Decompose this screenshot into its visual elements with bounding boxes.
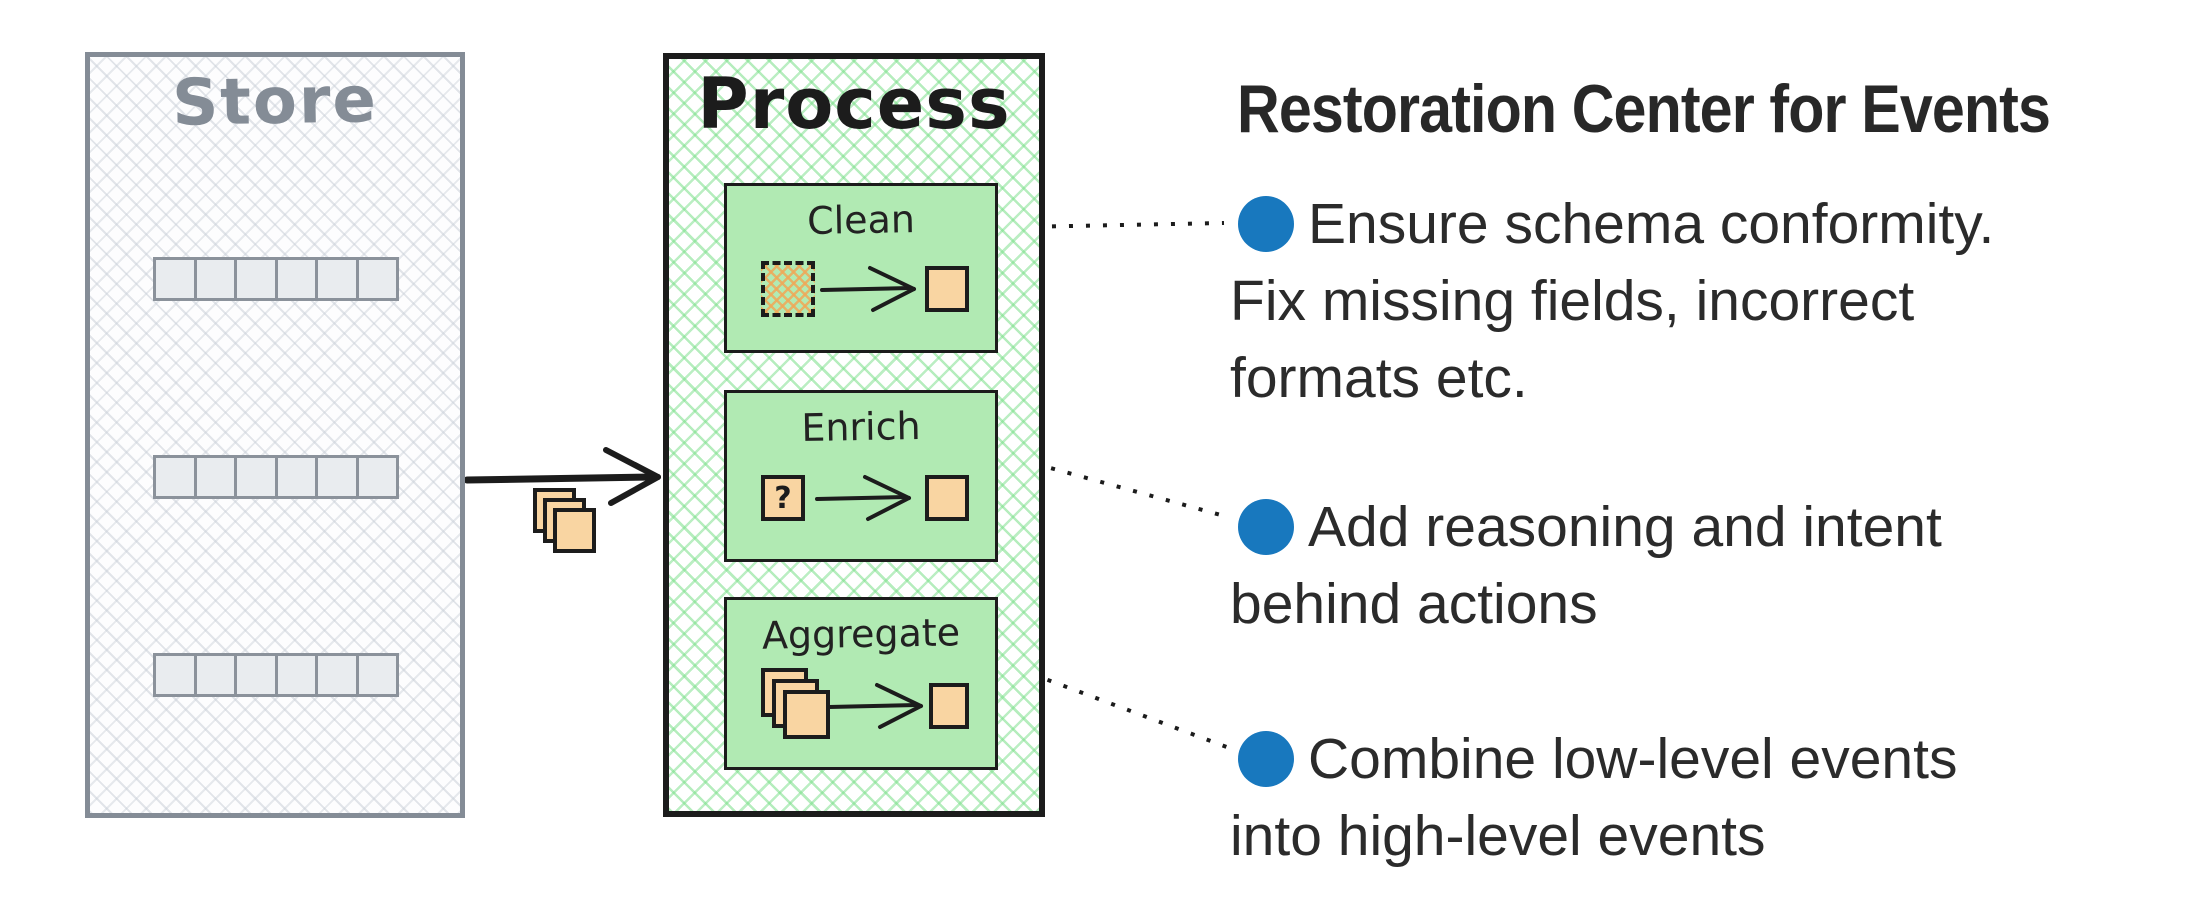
high-level-event-icon [929, 683, 969, 729]
bullet-clean-note: Ensure schema conformity. Fix missing fi… [1230, 186, 2175, 417]
bullet-dot-icon [1238, 731, 1294, 787]
unknown-event-icon: ? [761, 475, 805, 521]
page-title: Restoration Center for Events [1237, 71, 2051, 147]
shelf-cell [315, 653, 359, 697]
arrow-icon [815, 475, 911, 521]
shelf-cell [193, 455, 237, 499]
process-title: Process [697, 63, 1011, 145]
store-shelf-row [153, 257, 399, 301]
step-enrich-label: Enrich [800, 403, 921, 451]
shelf-cell [355, 257, 399, 301]
process-box: Process Clean Enrich ? [663, 53, 1045, 817]
store-shelf-row [153, 455, 399, 499]
shelf-cell [153, 257, 197, 301]
dirty-event-icon [761, 261, 815, 317]
shelf-cell [315, 455, 359, 499]
arrow-icon [827, 683, 923, 729]
clean-event-icon [925, 266, 969, 312]
bullet-aggregate-note: Combine low-level events into high-level… [1230, 721, 2175, 875]
shelf-cell [193, 257, 237, 301]
document-square [553, 508, 596, 553]
step-clean-icons [727, 246, 995, 332]
shelf-cell [274, 653, 318, 697]
store-title: Store [171, 63, 379, 141]
shelf-cell [274, 455, 318, 499]
shelf-cell [274, 257, 318, 301]
shelf-cell [355, 653, 399, 697]
bullet-dot-icon [1238, 499, 1294, 555]
shelf-cell [153, 653, 197, 697]
shelf-cell [355, 455, 399, 499]
step-aggregate-label: Aggregate [761, 610, 961, 658]
shelf-cell [315, 257, 359, 301]
bullet-text: Combine low-level events into high-level… [1230, 727, 1958, 868]
step-clean: Clean [724, 183, 998, 353]
step-aggregate: Aggregate [724, 597, 998, 770]
enriched-event-icon [925, 475, 969, 521]
step-aggregate-icons [727, 663, 995, 749]
shelf-cell [153, 455, 197, 499]
step-clean-label: Clean [806, 197, 916, 243]
arrow-icon [820, 266, 916, 312]
low-level-events-stack-icon [761, 668, 830, 744]
documents-stack-icon [533, 488, 599, 556]
store-shelf-row [153, 653, 399, 697]
bullet-dot-icon [1238, 196, 1294, 252]
step-enrich: Enrich ? [724, 390, 998, 562]
shelf-cell [234, 653, 278, 697]
shelf-cell [234, 257, 278, 301]
shelf-cell [193, 653, 237, 697]
bullet-text: Add reasoning and intent behind actions [1230, 495, 1942, 636]
step-enrich-icons: ? [727, 455, 995, 541]
shelf-cell [234, 455, 278, 499]
store-box: Store [85, 52, 465, 818]
bullet-enrich-note: Add reasoning and intent behind actions [1230, 489, 2175, 643]
bullet-text: Ensure schema conformity. Fix missing fi… [1230, 192, 1995, 410]
document-square [783, 690, 830, 739]
